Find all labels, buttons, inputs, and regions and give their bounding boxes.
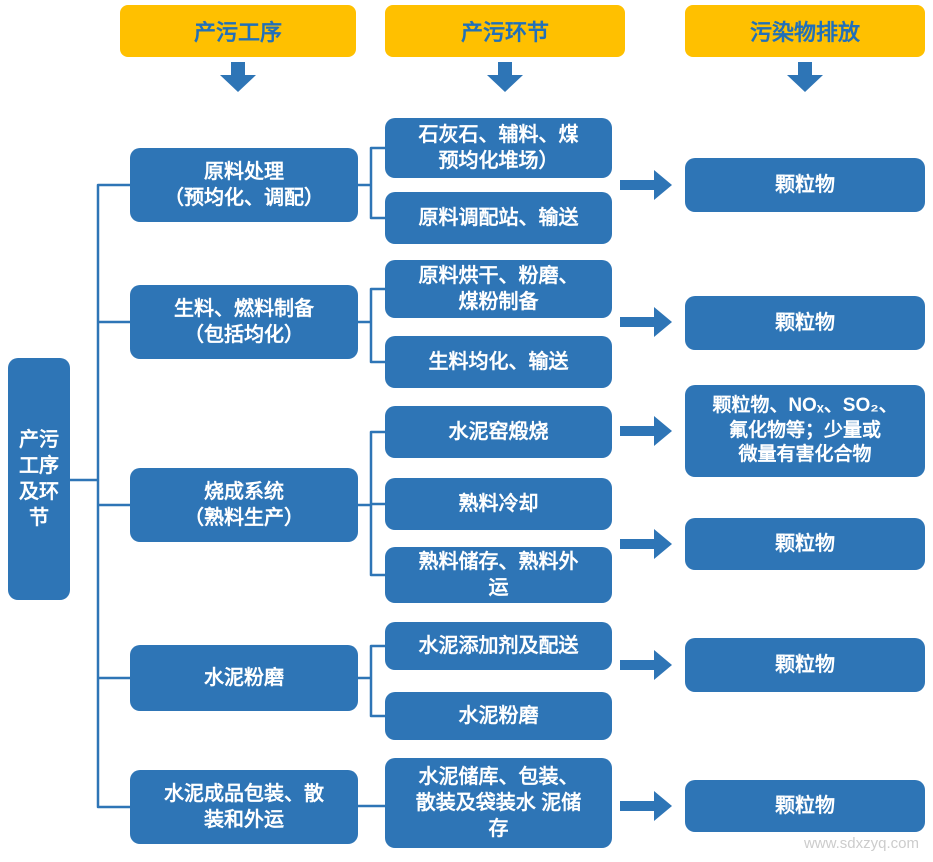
process-box-raw-material: 原料处理 （预均化、调配）: [130, 148, 358, 222]
header-stage-column: 产污环节: [385, 5, 625, 57]
emission-box-particulate-5: 颗粒物: [685, 780, 925, 832]
stage-label: 原料烘干、粉磨、 煤粉制备: [418, 265, 579, 313]
process-box-packing-shipping: 水泥成品包装、散 装和外运: [130, 770, 358, 844]
emission-label: 颗粒物: [775, 312, 835, 334]
emission-label: 颗粒物: [775, 795, 835, 817]
connector-group2-bracket: [355, 287, 387, 364]
stage-label: 水泥粉磨: [458, 705, 539, 727]
right-arrow-icon: [620, 416, 672, 446]
left-axis-label-text: 产污 工序 及环 节: [19, 429, 59, 529]
header-label: 产污工序: [193, 20, 282, 45]
stage-label: 熟料冷却: [458, 493, 539, 515]
process-box-raw-meal-fuel: 生料、燃料制备 （包括均化）: [130, 285, 358, 359]
down-arrow-icon: [787, 62, 823, 92]
stage-label: 水泥窑煅烧: [448, 421, 549, 443]
process-box-firing-system: 烧成系统 （熟料生产）: [130, 468, 358, 542]
stage-box-limestone-yard: 石灰石、辅料、煤 预均化堆场）: [385, 118, 612, 178]
process-label: 水泥粉磨: [204, 667, 284, 689]
process-label: 原料处理 （预均化、调配）: [164, 161, 324, 209]
emission-box-particulate-2: 颗粒物: [685, 296, 925, 350]
right-arrow-icon: [620, 650, 672, 680]
emission-label: 颗粒物、NOₓ、SO₂、 氟化物等；少量或 微量有害化合物: [712, 394, 898, 466]
stage-box-cement-additive: 水泥添加剂及配送: [385, 622, 612, 670]
stage-label: 熟料储存、熟料外 运: [418, 551, 579, 599]
stage-label: 原料调配站、输送: [418, 207, 579, 229]
emission-label: 颗粒物: [775, 174, 835, 196]
header-label: 产污环节: [460, 20, 549, 45]
stage-box-cement-silo-packing: 水泥储库、包装、 散装及袋装水 泥储 存: [385, 758, 612, 848]
process-label: 烧成系统 （熟料生产）: [184, 481, 304, 529]
emission-box-kiln-pollutants: 颗粒物、NOₓ、SO₂、 氟化物等；少量或 微量有害化合物: [685, 385, 925, 477]
emission-label: 颗粒物: [775, 654, 835, 676]
right-arrow-icon: [620, 791, 672, 821]
down-arrow-icon: [487, 62, 523, 92]
header-label: 污染物排放: [749, 20, 860, 45]
emission-box-particulate-3: 颗粒物: [685, 518, 925, 570]
stage-box-drying-grinding: 原料烘干、粉磨、 煤粉制备: [385, 260, 612, 318]
down-arrow-icon: [220, 62, 256, 92]
process-label: 生料、燃料制备 （包括均化）: [174, 298, 314, 346]
stage-box-clinker-storage: 熟料储存、熟料外 运: [385, 547, 612, 603]
stage-box-clinker-cooling: 熟料冷却: [385, 478, 612, 530]
connector-left-bracket: [68, 183, 132, 809]
stage-box-kiln-calcination: 水泥窑煅烧: [385, 406, 612, 458]
stage-box-raw-meal-homogenization: 生料均化、输送: [385, 336, 612, 388]
stage-label: 水泥添加剂及配送: [418, 635, 579, 657]
emission-box-particulate-4: 颗粒物: [685, 638, 925, 692]
left-axis-label: 产污 工序 及环 节: [8, 358, 70, 600]
connector-group4-bracket: [355, 644, 387, 718]
stage-label: 石灰石、辅料、煤 预均化堆场）: [418, 124, 579, 172]
right-arrow-icon: [620, 529, 672, 559]
stage-box-raw-material-batching: 原料调配站、输送: [385, 192, 612, 244]
process-box-cement-grinding: 水泥粉磨: [130, 645, 358, 711]
emission-box-particulate-1: 颗粒物: [685, 158, 925, 212]
emission-label: 颗粒物: [775, 533, 835, 555]
right-arrow-icon: [620, 170, 672, 200]
stage-label: 生料均化、输送: [428, 351, 569, 373]
stage-box-cement-grinding: 水泥粉磨: [385, 692, 612, 740]
process-label: 水泥成品包装、散 装和外运: [164, 783, 324, 831]
watermark-text: www.sdxzyq.com: [803, 835, 919, 852]
header-process-column: 产污工序: [120, 5, 356, 57]
stage-label: 水泥储库、包装、 散装及袋装水 泥储 存: [415, 766, 582, 840]
connector-group3-bracket: [355, 430, 387, 577]
connector-group1-bracket: [355, 146, 387, 220]
right-arrow-icon: [620, 307, 672, 337]
header-emission-column: 污染物排放: [685, 5, 925, 57]
